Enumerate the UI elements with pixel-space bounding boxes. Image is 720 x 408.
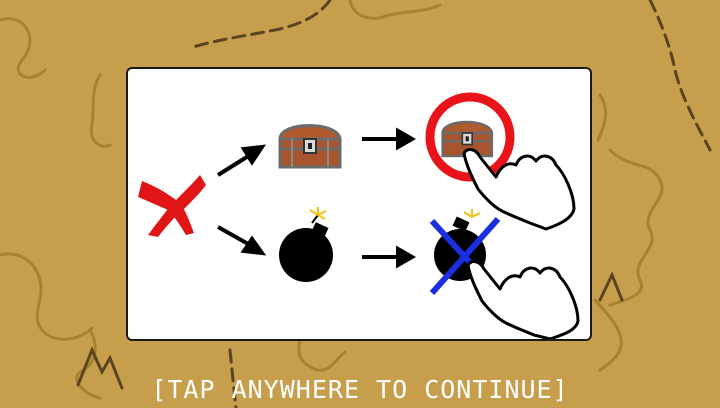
tap-to-continue-prompt[interactable]: [TAP ANYWHERE TO CONTINUE]: [151, 375, 569, 404]
arrow-to-bomb: [217, 225, 267, 256]
pointing-hand-icon-2: [466, 260, 580, 339]
tutorial-panel: [126, 67, 592, 341]
arrow-to-chest: [216, 144, 267, 177]
red-x-marker-icon: [138, 175, 206, 237]
bomb-icon: [279, 207, 333, 282]
treasure-chest-icon: [278, 124, 342, 169]
arrow-to-bomb-result: [362, 245, 417, 269]
tap-treasure-chest-correct-icon: [425, 92, 515, 182]
pointing-hand-icon: [462, 148, 576, 231]
arrow-to-chest-result: [362, 127, 417, 151]
